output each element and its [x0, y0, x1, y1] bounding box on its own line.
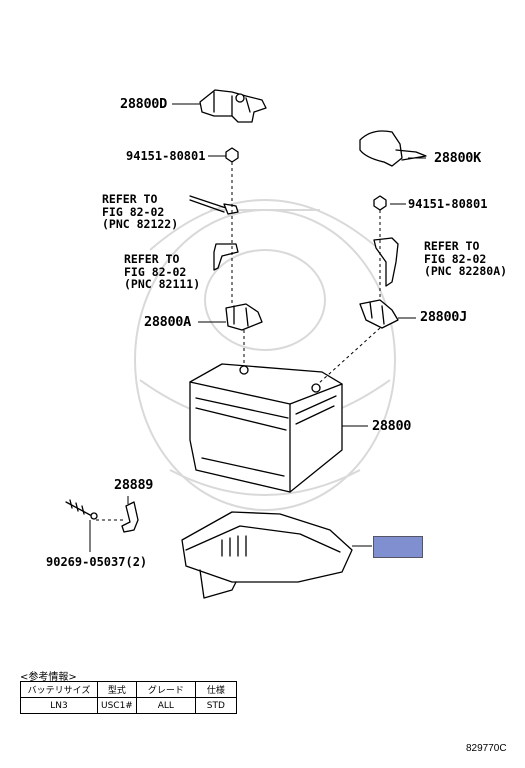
battery-tray — [181, 511, 353, 599]
label-28800a: 28800A — [144, 314, 191, 330]
cell-spec: STD — [194, 697, 237, 714]
bolt-90269 — [65, 499, 98, 520]
label-28800j: 28800J — [420, 309, 467, 325]
label-94151-left: 94151-80801 — [126, 149, 206, 163]
terminal-clamp-28800a — [225, 303, 263, 331]
terminal-cover-28800d — [199, 89, 267, 123]
header-battery-size: バッテリサイズ — [20, 681, 98, 698]
cable-terminal-right — [373, 237, 399, 287]
cell-grade: ALL — [135, 697, 196, 714]
label-refer-pnc-82122: REFER TO FIG 82-02 (PNC 82122) — [102, 192, 179, 231]
label-28889: 28889 — [114, 477, 154, 493]
terminal-cover-28800k — [359, 130, 427, 167]
highlighted-part-box[interactable] — [373, 536, 423, 558]
label-28800k: 28800K — [434, 150, 481, 166]
label-28800: 28800 — [372, 418, 412, 434]
bracket-28889 — [121, 501, 139, 533]
label-refer-pnc-82111: REFER TO FIG 82-02 (PNC 82111) — [124, 252, 201, 291]
label-28800d: 28800D — [120, 96, 167, 112]
cable-terminal-left-upper — [189, 195, 239, 215]
reference-info-title: <参考情報> — [20, 672, 77, 683]
header-grade: グレード — [135, 681, 196, 698]
cable-terminal-left-lower — [213, 243, 239, 271]
label-refer-pnc-82280a: REFER TO FIG 82-02 (PNC 82280A) — [424, 239, 508, 278]
reference-info-table: バッテリサイズ 型式 グレード 仕様 LN3 USC1# ALL STD — [20, 681, 237, 714]
battery-28800 — [189, 363, 343, 493]
illustration-code: 829770C — [466, 743, 507, 754]
cell-model: USC1# — [97, 697, 137, 714]
terminal-clamp-28800j — [359, 299, 399, 329]
nut-right — [373, 195, 387, 211]
nut-left — [225, 147, 239, 163]
header-spec: 仕様 — [194, 681, 237, 698]
leader-lines — [89, 103, 426, 552]
header-model: 型式 — [97, 681, 137, 698]
cell-battery-size: LN3 — [20, 697, 98, 714]
label-94151-right: 94151-80801 — [408, 197, 488, 211]
label-90269: 90269-05037(2) — [46, 555, 148, 569]
